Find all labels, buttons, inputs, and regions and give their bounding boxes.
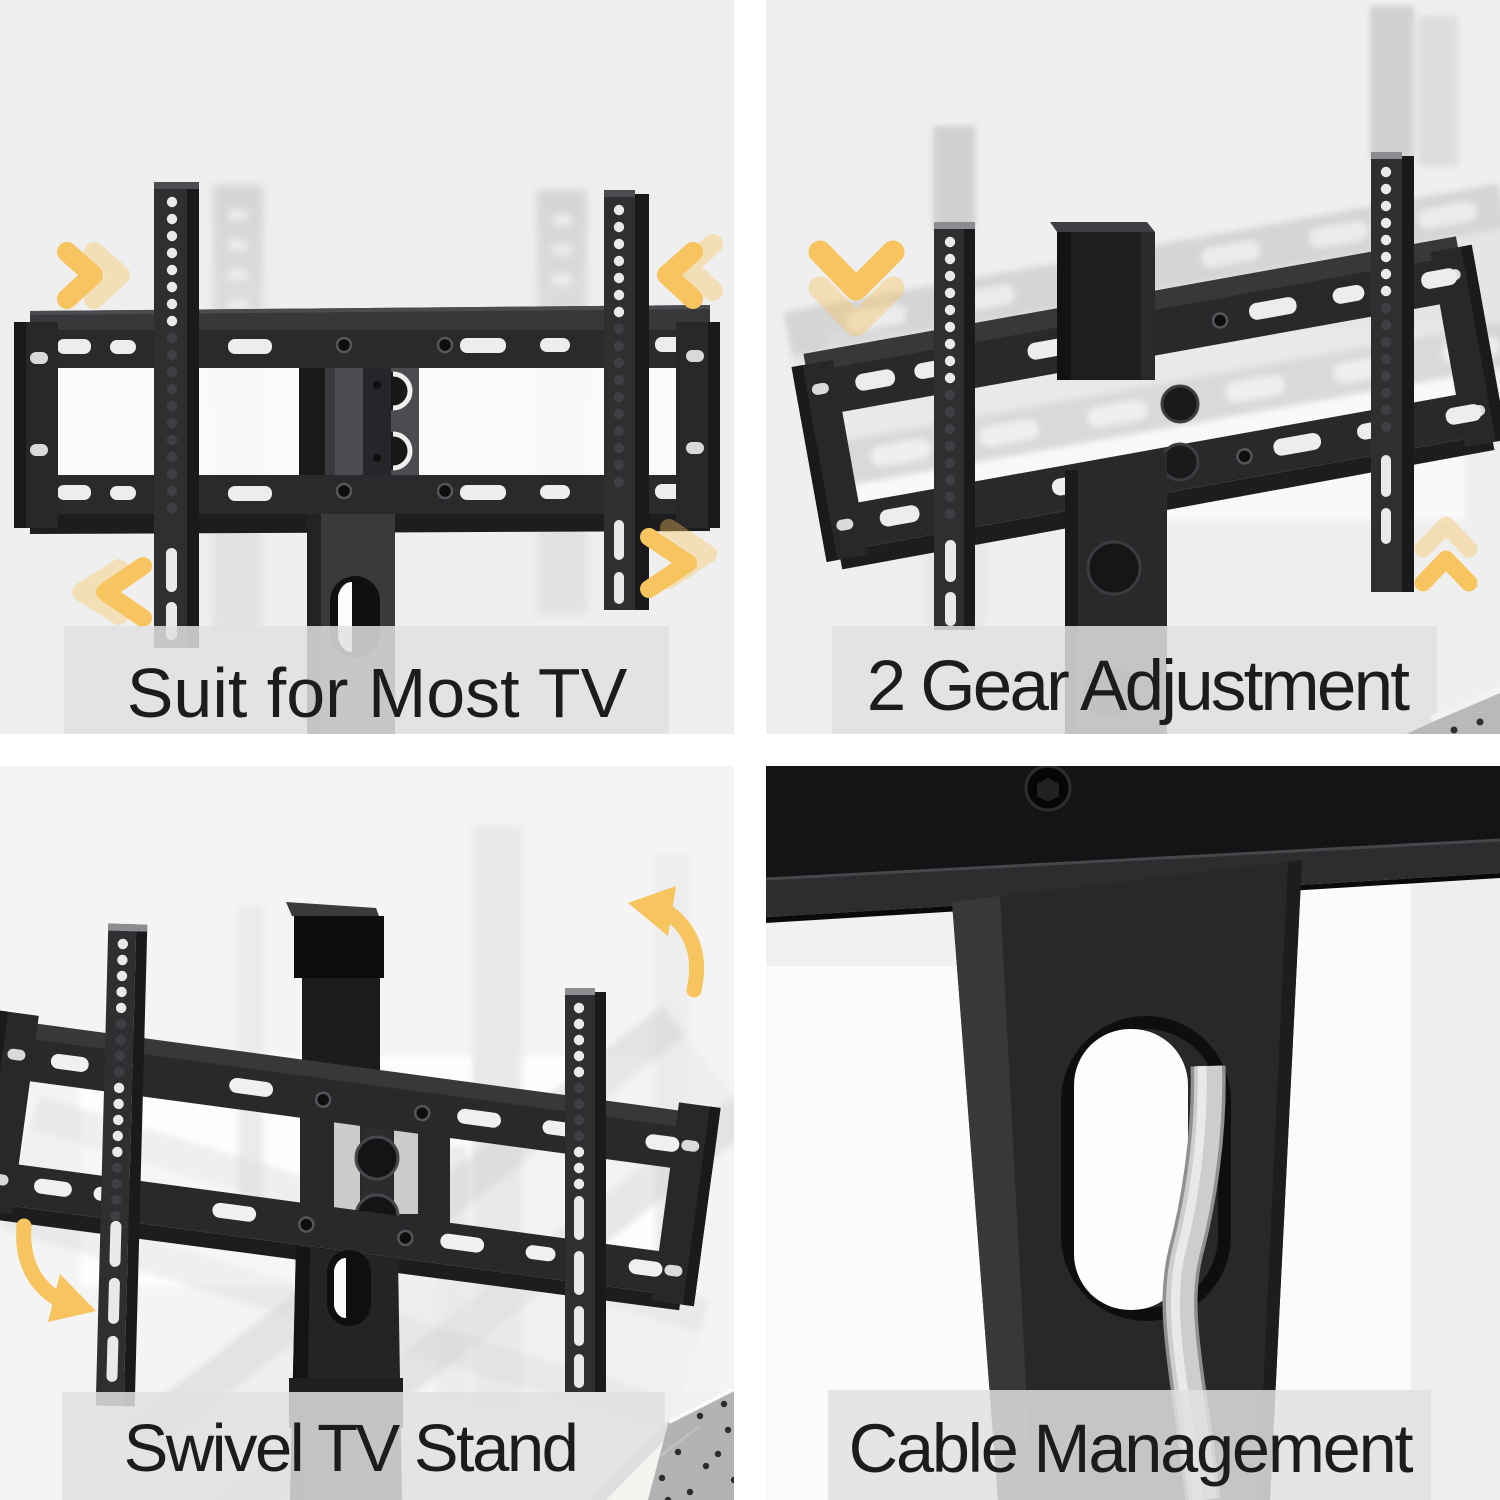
svg-text:Swivel TV Stand: Swivel TV Stand: [124, 1411, 577, 1486]
svg-text:Suit for Most TV: Suit for Most TV: [127, 654, 628, 732]
svg-text:2 Gear Adjustment: 2 Gear Adjustment: [867, 647, 1411, 726]
svg-text:Cable Management: Cable Management: [849, 1410, 1414, 1487]
